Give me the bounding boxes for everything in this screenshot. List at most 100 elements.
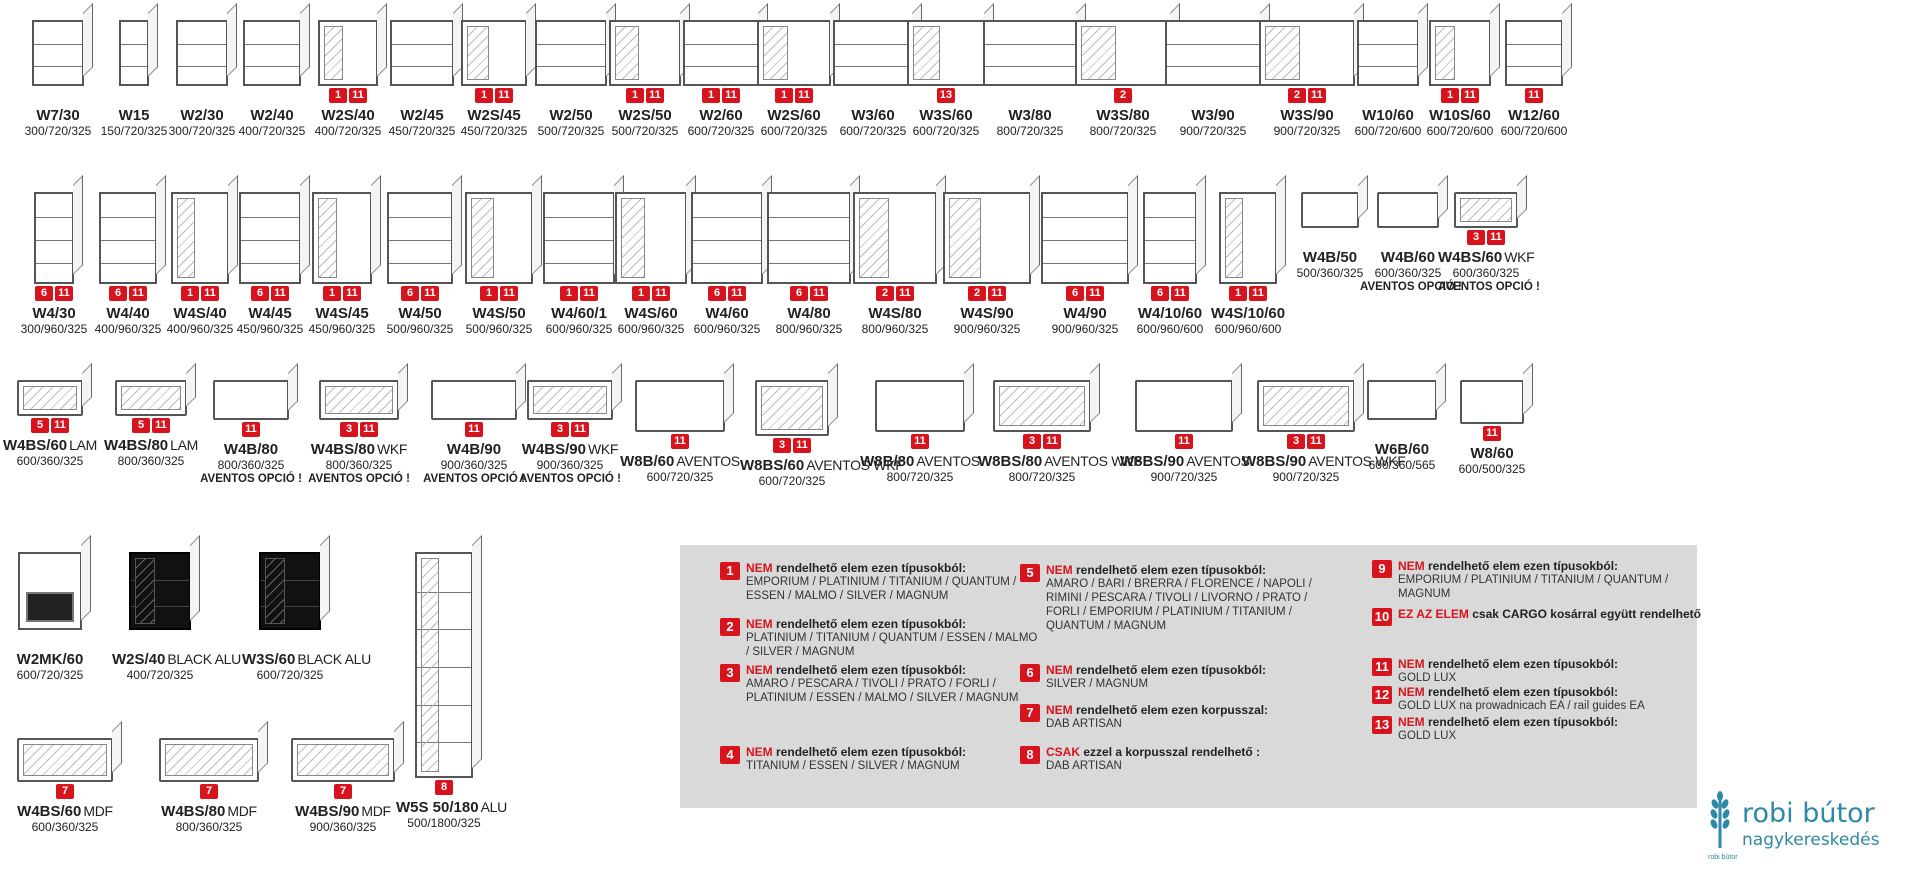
restriction-badge: 11 (671, 434, 689, 449)
cabinet-shelf (417, 705, 471, 706)
cabinet-body (115, 363, 196, 416)
cabinet-code: W4/60/1 (528, 305, 630, 322)
cabinet-code-text: W10S/60 (1429, 107, 1491, 124)
cabinet-body (609, 3, 690, 86)
restriction-badges: 7 (276, 784, 410, 802)
cabinet-shelf (1507, 44, 1561, 45)
cabinet-body (159, 721, 268, 782)
legend-models: GOLD LUX (1398, 672, 1457, 684)
cabinet-shelf (36, 263, 72, 264)
cabinet-dimensions: 600/720/325 (758, 474, 826, 488)
cabinet-dimensions: 600/720/325 (256, 668, 324, 682)
cabinet-side (1523, 363, 1533, 415)
cabinet-code: W2/50 (520, 107, 622, 124)
restriction-badge: 11 (1461, 88, 1479, 103)
cabinet-body (465, 175, 542, 284)
legend-models: GOLD LUX na prowadnicach EA / rail guide… (1398, 700, 1645, 712)
cabinet-side (724, 363, 734, 423)
glass-flap (23, 744, 107, 776)
cabinet-code: W2/60 (668, 107, 774, 124)
cabinet-shelf (178, 44, 226, 45)
cabinet-code-suffix: LAM (69, 437, 98, 453)
cabinet-code-text: W4S/10/60 (1210, 305, 1286, 322)
cabinet-body (461, 3, 536, 86)
cabinet-drawing (80, 175, 176, 284)
cabinet-code-suffix: WKF (1504, 249, 1535, 265)
glass-door (135, 558, 155, 624)
cabinet-dimensions: 600/360/565 (1368, 458, 1436, 472)
cabinet-body (833, 3, 922, 86)
cabinet-code: W4/45 (222, 305, 318, 322)
cabinet-dimensions: 450/720/325 (460, 124, 528, 138)
cabinet-code-text: W4S/45 (315, 305, 369, 322)
cabinet-code-text: W4/60 (705, 305, 749, 322)
cabinet-code-text: W8BS/90 (1120, 453, 1185, 470)
cabinet-body (1460, 363, 1533, 424)
cabinet-side (190, 535, 200, 621)
cabinet-code: W4B/80 (198, 441, 304, 458)
cabinet-code-text: W4BS/90 (295, 803, 360, 820)
cabinet-side (320, 535, 330, 621)
cabinet-drawing (668, 3, 774, 86)
restriction-badge: 1 (775, 88, 793, 103)
cabinet-shelf (245, 44, 299, 45)
cabinet-code: W3/90 (1150, 107, 1276, 124)
cabinet-code-text: W2S/40 (321, 107, 375, 124)
cabinet-dimensions: 300/960/325 (20, 322, 88, 336)
cabinet-shelf (769, 217, 849, 218)
cabinet-code-text: W8/60 (1470, 445, 1514, 462)
glass-door (1081, 26, 1116, 80)
cabinet-dimensions: 800/360/325 (175, 820, 243, 834)
legend-heading-text: rendelhető elem ezen típusokból: (1428, 685, 1619, 699)
cabinet-shelf (178, 66, 226, 67)
restriction-badge: 6 (35, 286, 53, 301)
logo-brand: robi bútor (1742, 798, 1875, 829)
cabinet-code-text: W2S/40 (112, 651, 166, 668)
cabinet-code-text: W4BS/90 (521, 441, 586, 458)
cabinet-dimensions: 600/360/325 (31, 820, 99, 834)
restriction-badge: 11 (988, 286, 1006, 301)
cabinet-shelf (1145, 217, 1195, 218)
cabinet-shelf (131, 606, 189, 607)
cabinet-drawing (1486, 3, 1582, 86)
cabinet-shelf (241, 240, 299, 241)
glass-flap (533, 386, 607, 414)
cabinet-code: W10/60 (1340, 107, 1436, 124)
cabinet-drawing (374, 3, 470, 86)
restriction-badge: 11 (495, 88, 513, 103)
cabinet-drawing (154, 3, 250, 86)
legend-number-badge: 6 (1020, 664, 1040, 682)
legend-keyword: NEM (746, 745, 773, 759)
restriction-badge: 1 (702, 88, 720, 103)
cabinet-body (387, 175, 462, 284)
cabinet-code-text: W2/60 (699, 107, 743, 124)
cabinet-shelf (417, 592, 471, 593)
cabinet-shelf (1043, 217, 1127, 218)
cabinet-code: W2MK/60 (2, 651, 98, 668)
cabinet-drawing (1244, 3, 1370, 86)
cabinet-body (119, 3, 158, 86)
glass-door (621, 198, 645, 278)
